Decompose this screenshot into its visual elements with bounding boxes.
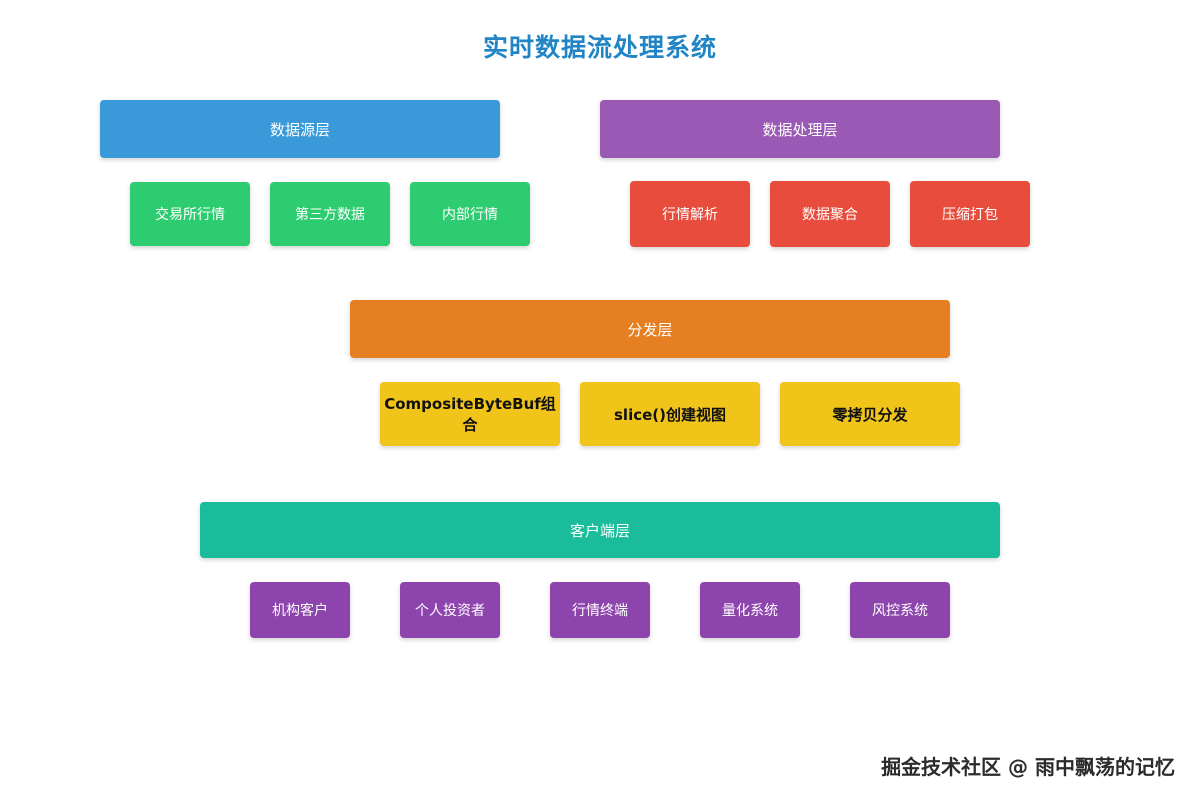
processing-node: 压缩打包 [910, 181, 1030, 247]
data-source-node: 第三方数据 [270, 182, 390, 246]
processing-node: 数据聚合 [770, 181, 890, 247]
page-title: 实时数据流处理系统 [482, 33, 717, 62]
data-source-node: 内部行情 [410, 182, 530, 246]
data-source-layer-banner: 数据源层 [100, 100, 500, 158]
client-node: 行情终端 [550, 582, 650, 638]
client-node: 量化系统 [700, 582, 800, 638]
client-layer-banner: 客户端层 [200, 502, 1000, 558]
dispatch-node: 零拷贝分发 [780, 382, 960, 446]
dispatch-node: CompositeByteBuf组合 [380, 382, 560, 446]
data-source-node: 交易所行情 [130, 182, 250, 246]
client-node: 机构客户 [250, 582, 350, 638]
dispatch-node: slice()创建视图 [580, 382, 760, 446]
processing-node: 行情解析 [630, 181, 750, 247]
client-node: 风控系统 [850, 582, 950, 638]
processing-layer-banner: 数据处理层 [600, 100, 1000, 158]
dispatch-layer-banner: 分发层 [350, 300, 950, 358]
watermark: 掘金技术社区 @ 雨中飘荡的记忆 [881, 755, 1175, 779]
client-node: 个人投资者 [400, 582, 500, 638]
